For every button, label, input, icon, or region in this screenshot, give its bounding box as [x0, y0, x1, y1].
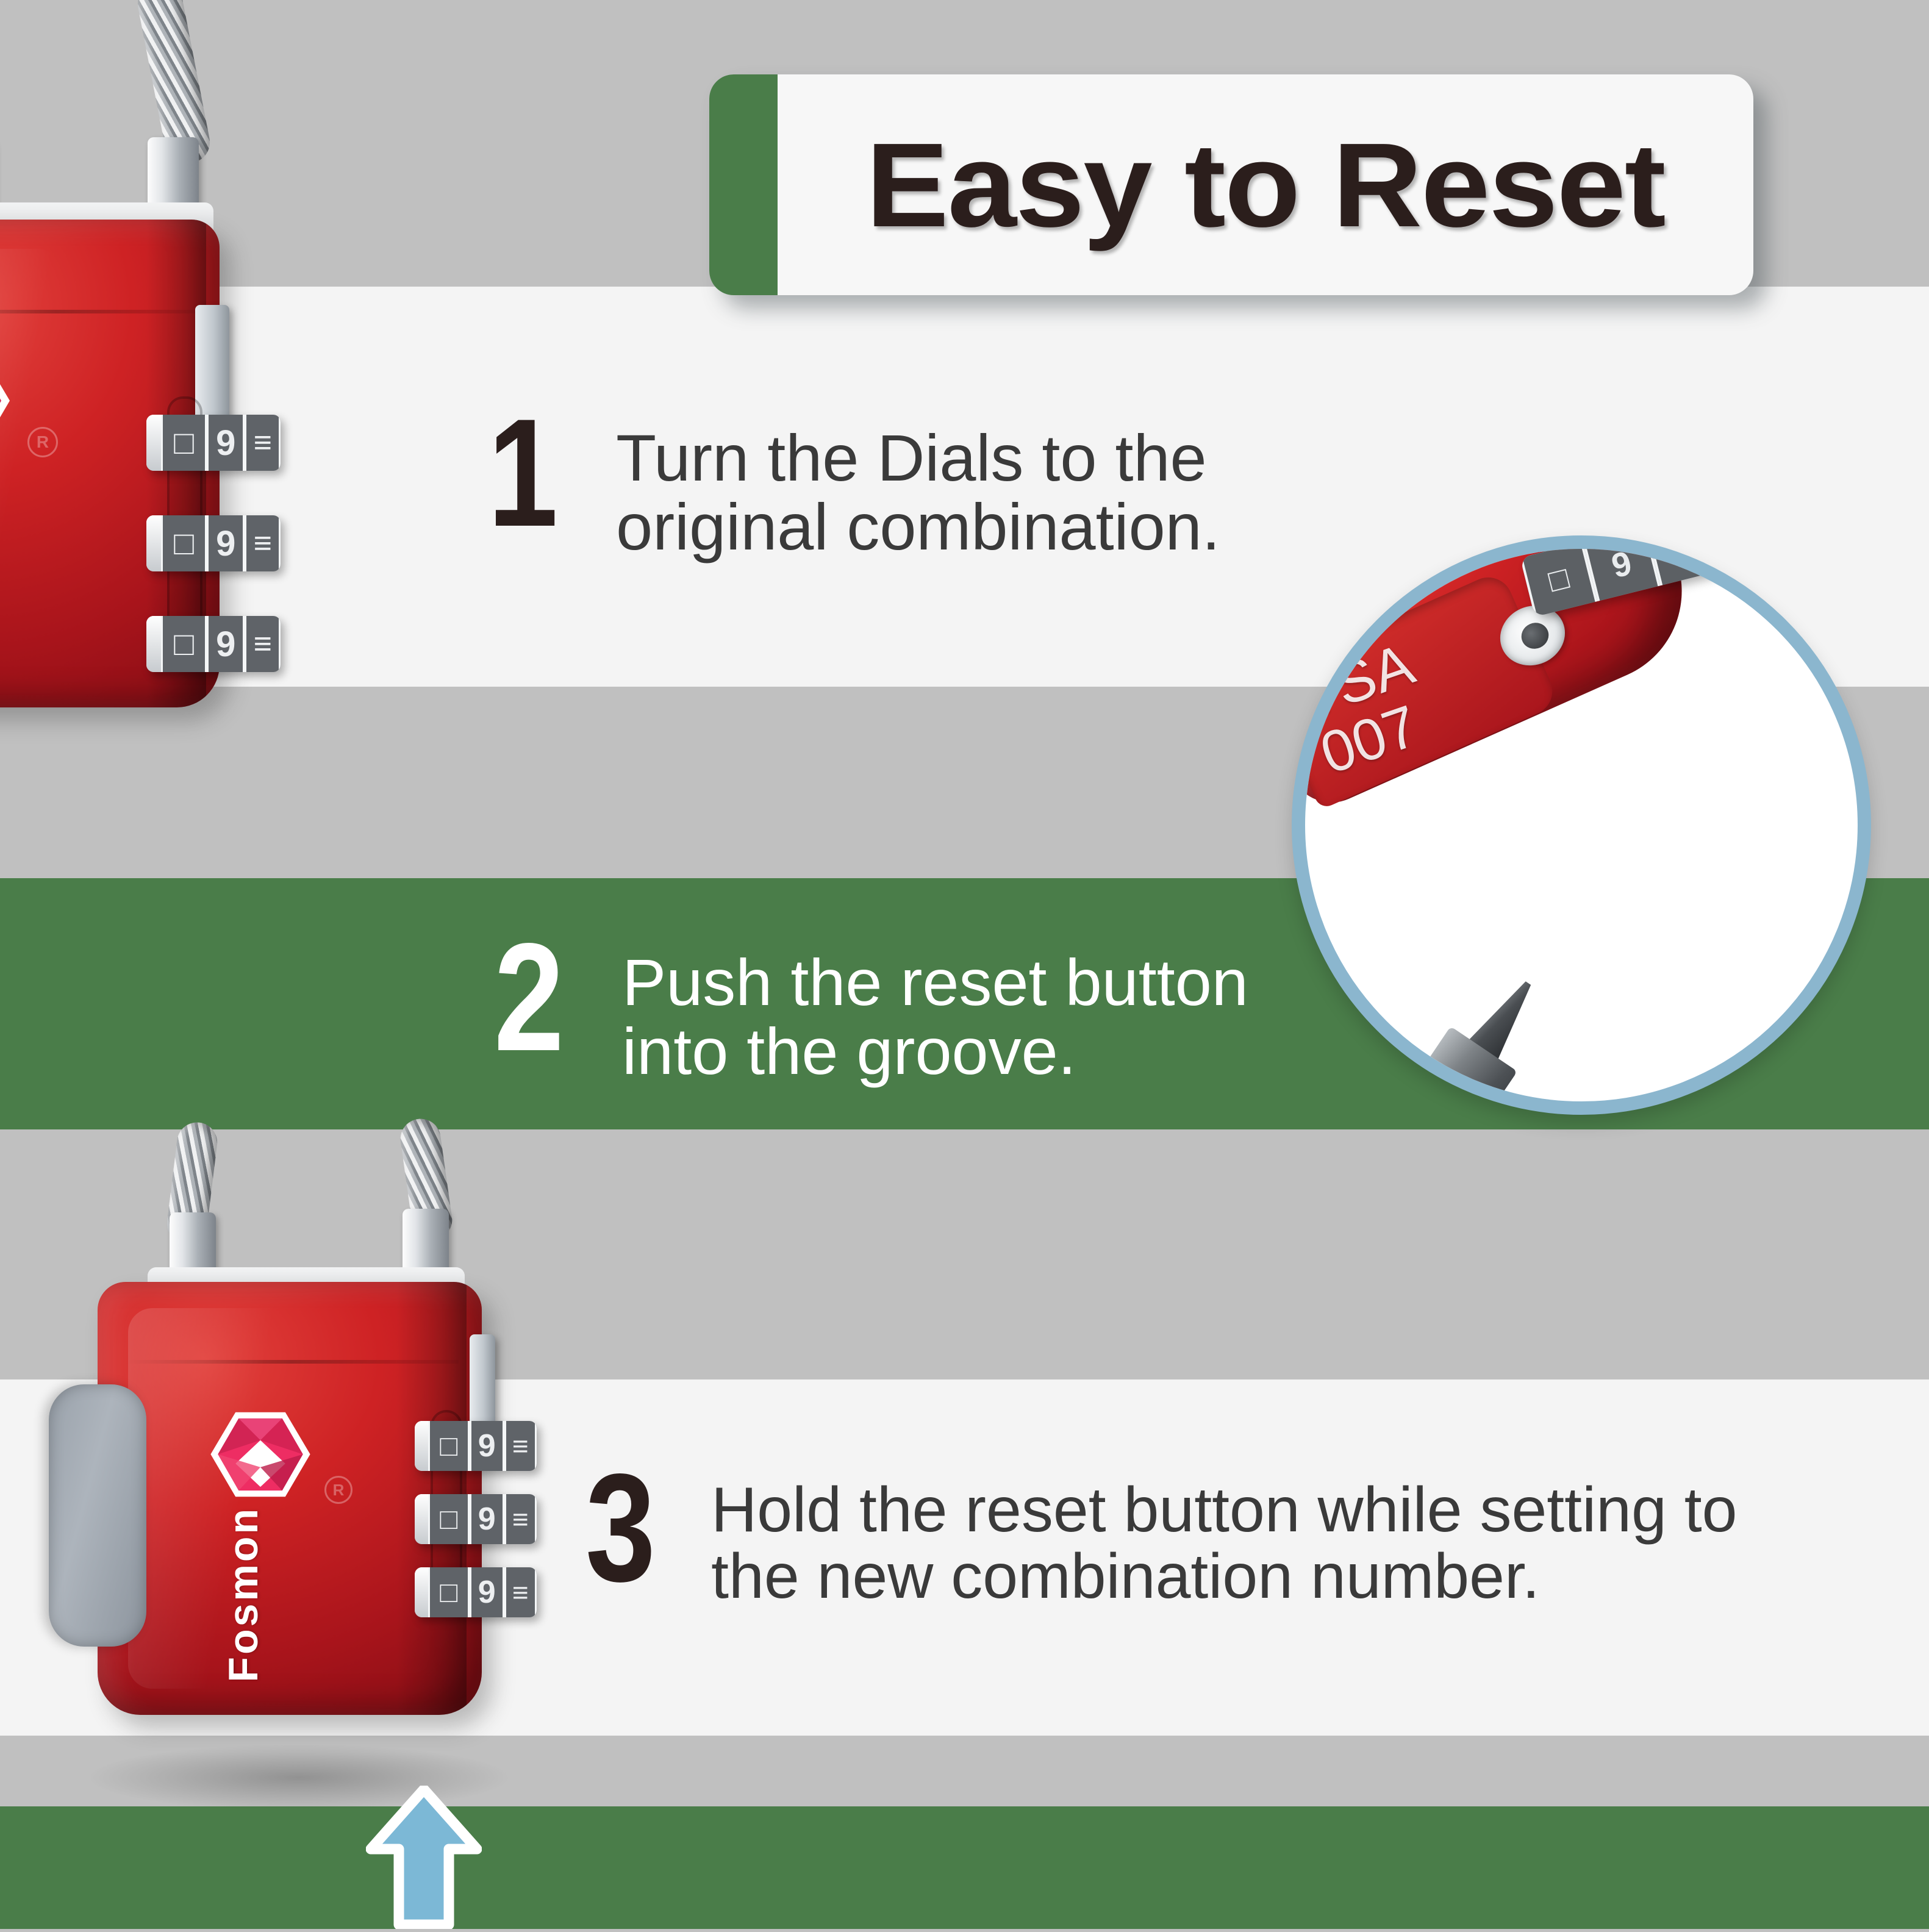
dial-cap: [146, 515, 162, 571]
step-2-number: 2: [494, 912, 564, 1083]
step-2-line-2: into the groove.: [622, 1014, 1076, 1089]
lock-body-seam: [0, 310, 200, 313]
dial-1[interactable]: □ 9 ≡: [146, 415, 281, 471]
dial-digit: □: [161, 616, 207, 672]
dial-digit: 9: [469, 1494, 504, 1544]
band-green-bottom: [0, 1806, 1929, 1929]
dial-cap: [415, 1421, 428, 1471]
dial-1[interactable]: □ 9 ≡: [415, 1421, 537, 1471]
arrow-up-svg: [365, 1784, 482, 1930]
band-gray-4: [0, 1736, 1929, 1806]
dial-3[interactable]: □ 9 ≡: [415, 1567, 537, 1617]
dial-digit: □: [428, 1567, 470, 1617]
lock-side-panel: [49, 1384, 146, 1647]
dial-digit: 9: [206, 515, 245, 571]
page-title: Easy to Reset: [866, 118, 1666, 252]
closeup-inset-circle: Fosmon R TSA 007 □ 9 ≡ □ 9 ≡: [1292, 535, 1871, 1115]
dial-digit: ≡: [245, 616, 281, 672]
step-1-number: 1: [488, 387, 558, 559]
closeup-inset-content: Fosmon R TSA 007 □ 9 ≡ □ 9 ≡: [1305, 549, 1858, 1101]
dial-cap: [415, 1567, 428, 1617]
step-1-line-1: Turn the Dials to the: [616, 421, 1207, 495]
dial-digit: □: [161, 515, 207, 571]
tsa-logo-icon: [209, 1409, 312, 1500]
step-3: 3 Hold the reset button while setting to…: [585, 1442, 1738, 1614]
dial-2[interactable]: □ 9 ≡: [415, 1494, 537, 1544]
brand-name-top-lock: Fosmon: [0, 451, 165, 646]
dial-digit: 9: [206, 415, 245, 471]
step-3-text: Hold the reset button while setting to t…: [711, 1475, 1738, 1612]
dial-digit: ≡: [245, 415, 281, 471]
lock-ground-shadow: [85, 1744, 512, 1811]
dial-digit: 9: [469, 1567, 504, 1617]
dial-digit: ≡: [245, 515, 281, 571]
tsa-hexagon-svg: [210, 1412, 310, 1497]
registered-trademark-icon: R: [27, 427, 58, 457]
dial-digit: □: [428, 1494, 470, 1544]
dial-cap: [415, 1494, 428, 1544]
dial-2[interactable]: □ 9 ≡: [146, 515, 281, 571]
lock-top: R Fosmon □ 9 ≡ □ 9 ≡ □ 9 ≡: [0, 0, 445, 805]
step-2-text: Push the reset button into the groove.: [622, 948, 1248, 1086]
dial-digit: ≡: [504, 1494, 537, 1544]
dial-cap: [146, 616, 162, 672]
lock-bottom: R Fosmon □ 9 ≡ □ 9 ≡ □ 9 ≡: [37, 1116, 646, 1830]
dial-3[interactable]: □ 9 ≡: [146, 616, 281, 672]
reset-button-pointer-arrow-icon: [365, 1784, 482, 1930]
lock-body: [98, 1282, 482, 1715]
step-1-text: Turn the Dials to the original combinati…: [616, 423, 1220, 562]
step-2-line-1: Push the reset button: [622, 945, 1248, 1019]
step-1-line-2: original combination.: [616, 490, 1220, 564]
dial-digit: ≡: [504, 1567, 537, 1617]
tsa-hexagon-svg: [0, 384, 10, 418]
dial-digit: ≡: [504, 1421, 537, 1471]
tsa-logo-icon: [0, 348, 12, 454]
dial-digit: 9: [206, 616, 245, 672]
step-1: 1 Turn the Dials to the original combina…: [488, 387, 1220, 562]
step-3-line-1: Hold the reset button while setting to: [711, 1475, 1738, 1545]
title-accent-bar: [709, 74, 778, 295]
closeup-lock: Fosmon R TSA 007 □ 9 ≡ □ 9 ≡: [1305, 549, 1834, 866]
lock-body-seam: [124, 1360, 459, 1364]
title-card: Easy to Reset: [709, 74, 1753, 295]
brand-name-bottom-lock: Fosmon: [220, 1506, 267, 1683]
dial-digit: 9: [469, 1421, 504, 1471]
dial-digit: □: [428, 1421, 470, 1471]
lock-latch: [470, 1334, 495, 1432]
dial-digit: □: [161, 415, 207, 471]
title-body: Easy to Reset: [778, 74, 1753, 295]
registered-trademark-icon: R: [324, 1476, 353, 1504]
dial-cap: [146, 415, 162, 471]
step-2: 2 Push the reset button into the groove.: [494, 912, 1248, 1086]
step-3-number: 3: [585, 1442, 656, 1614]
step-3-line-2: the new combination number.: [711, 1541, 1540, 1612]
reset-tool-pen-icon: [1338, 961, 1562, 1101]
